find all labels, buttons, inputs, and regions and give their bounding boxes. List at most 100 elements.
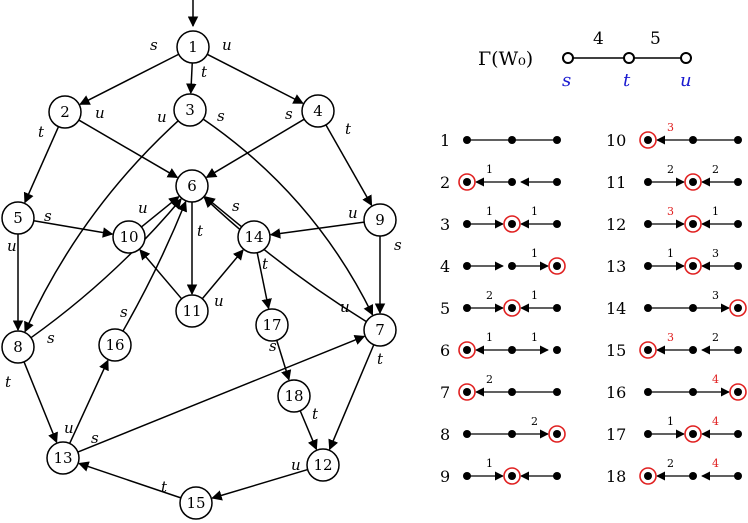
row-dot [463,136,471,144]
node-13 [46,441,80,475]
row-dot [734,388,742,396]
node-label-3: 3 [185,101,195,119]
node-14 [237,220,271,254]
row-count-right: 4 [712,415,719,428]
row-count-right: 1 [712,205,719,218]
node-label-14: 14 [244,228,263,246]
row-dot [689,304,697,312]
row-number: 12 [606,215,626,234]
edge-label-13-16: u [64,419,74,437]
row-number: 16 [606,383,626,402]
target-ring [684,257,702,275]
row-dot [508,346,516,354]
edge-3-8 [24,120,179,333]
edge-13-7 [77,335,366,453]
target-ring [729,299,747,317]
row-dot [463,178,471,186]
config-row-2: 21 [440,163,561,192]
edge-label-5-10: s [44,207,52,225]
row-dot [553,430,561,438]
row-number: 14 [606,299,626,318]
edge-4-6 [205,118,305,178]
row-count-right: 1 [531,247,538,260]
target-ring [503,299,521,317]
row-dot [553,304,561,312]
target-ring [684,425,702,443]
row-dot [553,346,561,354]
row-dot [463,220,471,228]
node-label-4: 4 [313,102,323,120]
edge-8-6 [30,198,182,339]
row-dot [644,136,652,144]
edge-label-4-6: s [285,105,293,123]
row-dot [644,262,652,270]
edge-label-14-6: s [232,197,240,215]
target-ring [684,173,702,191]
coxeter-vertex-u [680,52,692,64]
edge-label-8-13: t [5,373,12,391]
target-ring [548,257,566,275]
edge-label-4-9: t [345,120,352,138]
edge-label-1-4: u [222,36,232,54]
row-dot [644,346,652,354]
row-dot [734,136,742,144]
row-dot [644,430,652,438]
row-count-left: 3 [667,121,674,134]
row-dot [553,178,561,186]
row-dot [689,472,697,480]
row-number: 5 [440,299,450,318]
coxeter-edge-label-5: 5 [650,29,661,49]
node-16 [98,328,132,362]
node-1 [176,30,210,64]
coxeter-label-t: t [623,70,631,91]
node-18 [277,379,311,413]
edge-label-1-2: s [150,36,158,54]
edge-label-2-5: t [38,123,45,141]
row-dot [463,430,471,438]
row-number: 6 [440,341,450,360]
coxeter-label-u: u [680,70,692,91]
row-dot [508,472,516,480]
row-count-right: 2 [531,415,538,428]
row-dot [553,388,561,396]
row-dot [508,262,516,270]
node-2 [48,95,82,129]
row-dot [689,430,697,438]
node-8 [1,330,35,364]
node-label-12: 12 [313,456,332,474]
row-count-right: 1 [531,289,538,302]
row-count-right: 4 [712,373,719,386]
edge-2-5 [23,126,60,204]
row-dot [644,304,652,312]
config-row-1: 1 [440,131,561,150]
row-dot [734,430,742,438]
row-dot [508,388,516,396]
edge-label-12-15: u [291,456,301,474]
node-6 [175,169,209,203]
node-5 [1,201,35,235]
row-dot [508,136,516,144]
edge-8-13 [23,361,58,444]
row-dot [553,472,561,480]
row-count-right: 2 [712,331,719,344]
target-ring [684,215,702,233]
row-dot [689,178,697,186]
row-count-left: 2 [486,289,493,302]
coxeter-title: Γ(W₀) [478,48,533,70]
edge-13-16 [69,359,109,444]
row-dot [644,472,652,480]
edge-3-7 [202,118,374,316]
row-dot [508,430,516,438]
node-4 [301,94,335,128]
row-number: 10 [606,131,626,150]
row-number: 4 [440,257,450,276]
row-count-left: 2 [486,373,493,386]
node-label-7: 7 [375,321,385,339]
node-label-17: 17 [262,316,281,334]
row-dot [734,262,742,270]
